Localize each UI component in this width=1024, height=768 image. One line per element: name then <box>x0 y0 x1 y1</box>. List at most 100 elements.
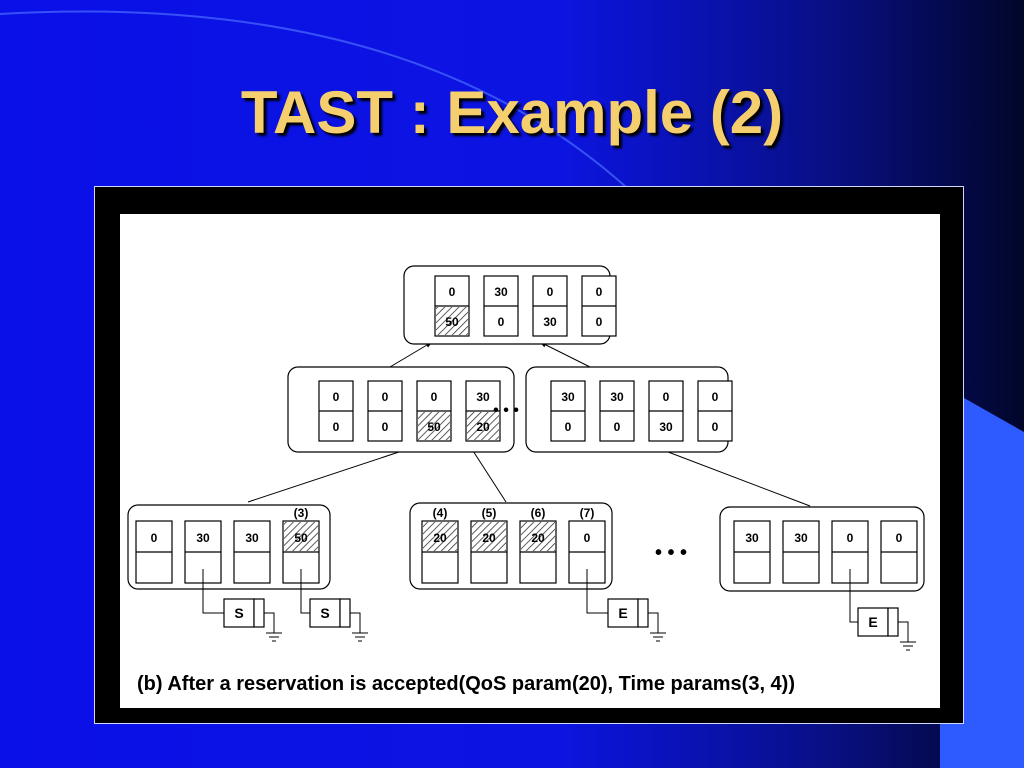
marker-wire <box>586 569 608 614</box>
cell-top-value: 0 <box>596 285 603 299</box>
node-outline <box>127 504 331 590</box>
node-cell: 00 <box>581 275 617 337</box>
cell-top-value: 30 <box>610 390 624 404</box>
cell-top-value: 20 <box>433 531 447 545</box>
marker-tab <box>339 598 351 628</box>
marker-tab <box>637 598 649 628</box>
ground-wire <box>264 612 275 633</box>
node-cell: 00 <box>318 380 354 442</box>
cell-bottom-value: 30 <box>659 420 673 434</box>
cell-bottom-value: 0 <box>596 315 603 329</box>
node-cell: 30 <box>733 520 771 584</box>
ellipsis-layer: • • • • • • <box>493 402 687 564</box>
node-cell: 00 <box>367 380 403 442</box>
cell-top-value: 0 <box>584 531 591 545</box>
cell-top-value: 20 <box>482 531 496 545</box>
ground-wire <box>350 612 361 633</box>
time-slot-label: (3) <box>294 506 309 520</box>
cell-bottom-value: 0 <box>382 420 389 434</box>
cell-top-value: 20 <box>531 531 545 545</box>
ground-wire <box>898 621 909 642</box>
hatched-fill <box>521 522 555 551</box>
ellipsis-mid: • • • <box>493 402 519 419</box>
hatched-fill <box>284 522 318 551</box>
node-cell: 0 30 <box>532 275 568 337</box>
node-cell: 20 (4) <box>421 506 459 584</box>
time-slot-label: (7) <box>580 506 595 520</box>
endpoint-marker: E <box>586 569 666 642</box>
cell-top-value: 0 <box>151 531 158 545</box>
ground-wire <box>648 612 659 633</box>
node-cell: 30 <box>233 520 271 584</box>
cell-top-value: 0 <box>712 390 719 404</box>
hatched-fill <box>418 412 450 440</box>
hatched-fill <box>423 522 457 551</box>
tree-edge <box>539 341 591 368</box>
time-slot-label: (6) <box>531 506 546 520</box>
node-cell: 00 <box>697 380 733 442</box>
tree-node-leaf2: 20 (4) 20 (5) 20 (6) 0 (7) <box>409 502 613 590</box>
node-cell: 20 (6) <box>519 506 557 584</box>
cell-bottom-value: 0 <box>565 420 572 434</box>
node-cell: 30 <box>782 520 820 584</box>
node-cell: 0 <box>880 520 918 584</box>
tree-node-leaf1: 0 30 30 50 (3) <box>127 504 331 590</box>
node-outline <box>409 502 613 590</box>
slide-title: TAST : Example (2) <box>240 79 784 146</box>
tree-edge <box>247 446 415 503</box>
ground-icon <box>352 632 368 642</box>
cell-top-value: 30 <box>561 390 575 404</box>
cell-bottom-value: 0 <box>712 420 719 434</box>
ground-icon <box>900 641 916 651</box>
marker-tab <box>887 607 899 637</box>
cell-top-value: 0 <box>449 285 456 299</box>
time-slot-label: (4) <box>433 506 448 520</box>
endpoint-marker: S <box>202 569 282 642</box>
tree-node-leaf3: 30 30 0 0 <box>719 506 925 592</box>
cell-bottom-value: 30 <box>543 315 557 329</box>
tree-edge <box>654 446 811 507</box>
node-cell: 0 30 <box>648 380 684 442</box>
hatched-fill <box>467 412 499 440</box>
node-outline <box>719 506 925 592</box>
cell-top-value: 0 <box>431 390 438 404</box>
cell-top-value: 0 <box>847 531 854 545</box>
cell-top-value: 30 <box>196 531 210 545</box>
node-cell: 30 0 <box>483 275 519 337</box>
cell-bottom-value: 0 <box>614 420 621 434</box>
tree-edge <box>389 341 433 368</box>
cell-bottom-value: 50 <box>445 315 459 329</box>
node-cell: 0 50 <box>434 275 470 337</box>
cell-bottom-value: 50 <box>427 420 441 434</box>
hatched-fill <box>436 307 468 335</box>
cell-bottom-value: 20 <box>476 420 490 434</box>
cell-top-value: 30 <box>494 285 508 299</box>
node-cell: 30 0 <box>550 380 586 442</box>
time-slot-label: (5) <box>482 506 497 520</box>
marker-tab <box>253 598 265 628</box>
cell-top-value: 50 <box>294 531 308 545</box>
cell-top-value: 0 <box>663 390 670 404</box>
cell-bottom-value: 0 <box>498 315 505 329</box>
cell-top-value: 30 <box>794 531 808 545</box>
cell-bottom-value: 0 <box>333 420 340 434</box>
endpoint-marker: S <box>300 569 368 642</box>
ground-icon <box>266 632 282 642</box>
marker-label: E <box>868 614 877 630</box>
cell-top-value: 0 <box>547 285 554 299</box>
marker-label: S <box>320 605 329 621</box>
endpoint-marker: E <box>849 569 916 651</box>
node-cell: 0 <box>135 520 173 584</box>
cell-top-value: 0 <box>896 531 903 545</box>
cell-top-value: 30 <box>745 531 759 545</box>
node-cell: 0 50 <box>416 380 452 442</box>
background-arc <box>0 10 641 201</box>
